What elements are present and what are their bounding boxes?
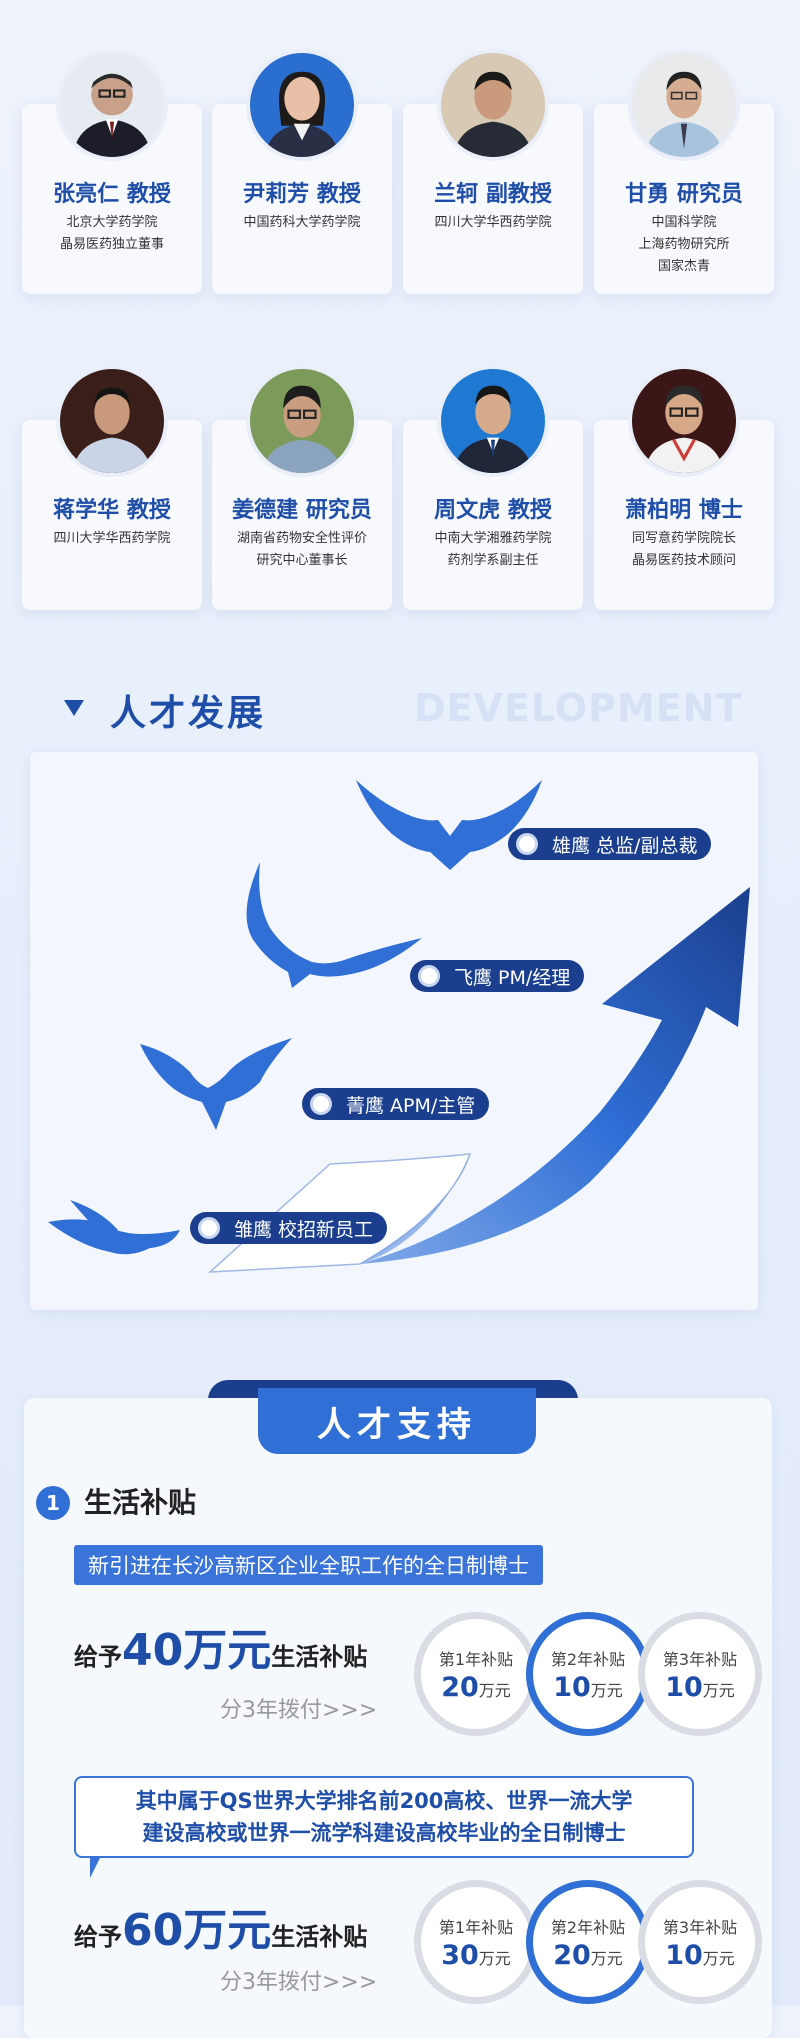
expert-card: 蒋学华 教授 四川大学华西药学院 xyxy=(22,365,202,610)
eagle-icon xyxy=(48,1200,180,1255)
support-title: 人才支持 xyxy=(258,1388,536,1454)
expert-card: 萧柏明 博士 同写意药学院院长 晶易医药技术顾问 xyxy=(594,365,774,610)
expert-card: 姜德建 研究员 湖南省药物安全性评价 研究中心董事长 xyxy=(212,365,392,610)
expert-photo xyxy=(628,49,740,161)
level-pill-chuying: 雏鹰 校招新员工 xyxy=(190,1212,388,1244)
condition-speech-bubble: 其中属于QS世界大学排名前200高校、世界一流大学 建设高校或世界一流学科建设高… xyxy=(74,1776,694,1878)
expert-card: 甘勇 研究员 中国科学院 上海药物研究所 国家杰青 xyxy=(594,49,774,294)
expert-card: 张亮仁 教授 北京大学药学院 晶易医药独立董事 xyxy=(22,49,202,294)
expert-name: 张亮仁 教授 xyxy=(53,182,171,207)
payment-schedule: 分3年拨付>>> xyxy=(220,1970,378,1995)
eagle-icon xyxy=(246,862,422,988)
growth-arrow xyxy=(360,887,750,1264)
eagle-icon xyxy=(140,1038,292,1130)
year-subsidy-circle: 第3年补贴 10万元 xyxy=(638,1880,762,2004)
expert-card: 兰轲 副教授 四川大学华西药学院 xyxy=(403,49,583,294)
item-number-badge: 1 xyxy=(36,1486,70,1520)
eagle-icon xyxy=(356,780,542,870)
expert-desc: 同写意药学院院长 晶易医药技术顾问 xyxy=(631,531,736,568)
expert-name: 蒋学华 教授 xyxy=(53,498,171,523)
expert-photo xyxy=(56,49,168,161)
year-subsidy-circle: 第2年补贴 20万元 xyxy=(526,1880,650,2004)
level-pill-feiying: 飞鹰 PM/经理 xyxy=(410,960,585,992)
circle-icon xyxy=(198,1217,220,1239)
expert-name: 尹莉芳 教授 xyxy=(243,182,361,207)
expert-name: 周文虎 教授 xyxy=(434,498,552,523)
year-subsidy-circle: 第1年补贴 20万元 xyxy=(414,1612,538,1736)
triangle-down-icon xyxy=(64,700,84,716)
expert-name: 萧柏明 博士 xyxy=(625,498,743,523)
expert-photo xyxy=(246,365,358,477)
expert-name: 姜德建 研究员 xyxy=(232,498,372,523)
circle-icon xyxy=(516,833,538,855)
item-title: 生活补贴 xyxy=(84,1486,197,1519)
development-panel: 雏鹰 校招新员工 菁鹰 APM/主管 飞鹰 PM/经理 雄鹰 总监/副总裁 xyxy=(30,752,758,1310)
development-title: 人才发展 xyxy=(110,693,267,734)
year-subsidy-circle: 第3年补贴 10万元 xyxy=(638,1612,762,1736)
circle-icon xyxy=(310,1093,332,1115)
expert-card: 尹莉芳 教授 中国药科大学药学院 xyxy=(212,49,392,294)
circle-icon xyxy=(418,965,440,987)
expert-photo xyxy=(437,49,549,161)
expert-desc: 中国科学院 上海药物研究所 国家杰青 xyxy=(638,215,730,274)
expert-card: 周文虎 教授 中南大学湘雅药学院 药剂学系副主任 xyxy=(403,365,583,610)
expert-desc: 中南大学湘雅药学院 药剂学系副主任 xyxy=(434,531,552,568)
expert-desc: 四川大学华西药学院 xyxy=(434,215,552,230)
payment-schedule: 分3年拨付>>> xyxy=(220,1698,378,1723)
subsidy-amount-line: 给予60万元生活补贴 xyxy=(74,1905,368,1956)
subsidy-amount-line: 给予40万元生活补贴 xyxy=(74,1625,368,1676)
expert-name: 兰轲 副教授 xyxy=(434,182,552,207)
expert-name: 甘勇 研究员 xyxy=(625,182,743,207)
development-bg-title: DEVELOPMENT xyxy=(414,686,743,730)
year-subsidy-circle: 第1年补贴 30万元 xyxy=(414,1880,538,2004)
year-subsidy-circle: 第2年补贴 10万元 xyxy=(526,1612,650,1736)
expert-desc: 湖南省药物安全性评价 研究中心董事长 xyxy=(236,531,367,568)
condition-banner: 新引进在长沙高新区企业全职工作的全日制博士 xyxy=(74,1545,543,1585)
development-heading: 人才发展 DEVELOPMENT xyxy=(60,680,760,740)
expert-photo xyxy=(437,365,549,477)
expert-photo xyxy=(56,365,168,477)
expert-desc: 四川大学华西药学院 xyxy=(53,531,171,546)
expert-photo xyxy=(628,365,740,477)
expert-desc: 北京大学药学院 晶易医药独立董事 xyxy=(59,215,164,252)
expert-desc: 中国药科大学药学院 xyxy=(243,215,361,230)
level-pill-jingying: 菁鹰 APM/主管 xyxy=(302,1088,490,1120)
expert-photo xyxy=(246,49,358,161)
level-pill-xiongying: 雄鹰 总监/副总裁 xyxy=(508,828,712,860)
